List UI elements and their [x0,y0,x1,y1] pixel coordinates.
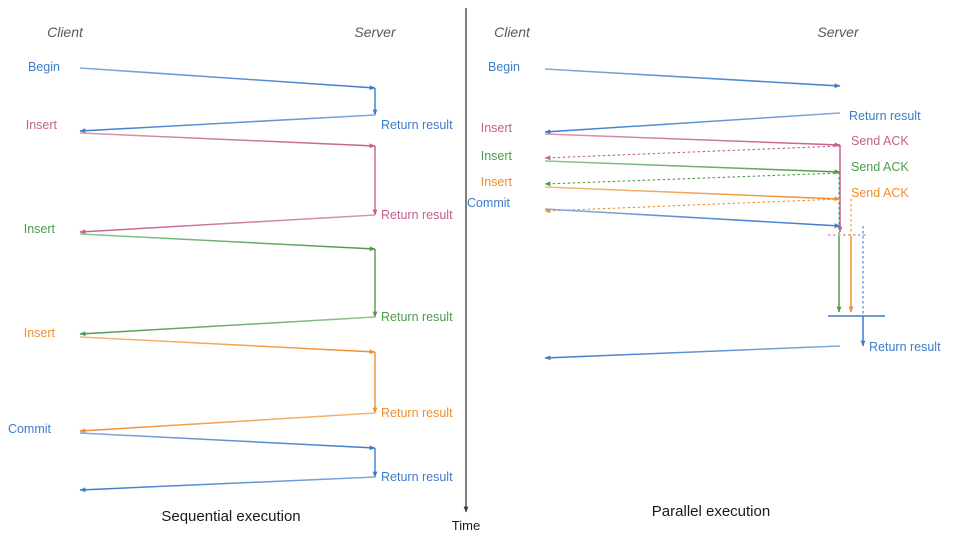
time-axis-label: Time [452,518,480,533]
message-arrow [544,186,841,202]
time-axis-layer: Time [452,8,480,533]
message-label: Insert [481,175,513,189]
message-arrow [79,114,376,134]
message-label: Send ACK [851,134,909,148]
lane-label-server: Server [817,24,860,40]
message-label: Insert [481,149,513,163]
panel-caption: Parallel execution [652,503,770,520]
message-arrow [544,160,841,175]
message-arrow [79,336,376,355]
message-label: Send ACK [851,186,909,200]
message-arrow [544,198,841,214]
message-arrow [544,145,841,161]
lane-label-client: Client [494,24,531,40]
message-label: Commit [8,422,52,436]
message-arrow [79,316,376,337]
message-arrow [544,345,841,361]
message-arrow [544,112,841,135]
panel-caption: Sequential execution [161,508,300,525]
message-label: Return result [381,470,453,484]
message-label: Return result [381,208,453,222]
message-label: Insert [26,118,58,132]
message-label: Commit [467,196,511,210]
message-arrow [544,133,841,148]
message-label: Insert [24,326,56,340]
message-label: Return result [381,310,453,324]
message-arrow [544,208,841,229]
message-label: Return result [849,109,921,123]
message-label: Begin [488,60,520,74]
message-arrow [79,67,376,91]
message-label: Return result [381,118,453,132]
lane-label-client: Client [47,24,84,40]
message-arrow [79,214,376,235]
message-arrow [544,172,841,187]
message-label: Insert [481,121,513,135]
message-arrow [79,476,376,493]
lane-label-server: Server [354,24,397,40]
message-label: Insert [24,222,56,236]
message-label: Send ACK [851,160,909,174]
message-arrow [79,132,376,149]
message-label: Return result [381,406,453,420]
message-arrow [79,412,376,434]
message-arrow [544,68,841,89]
message-label: Begin [28,60,60,74]
message-arrow [79,432,376,451]
message-label: Return result [869,340,941,354]
message-arrow [79,233,376,252]
